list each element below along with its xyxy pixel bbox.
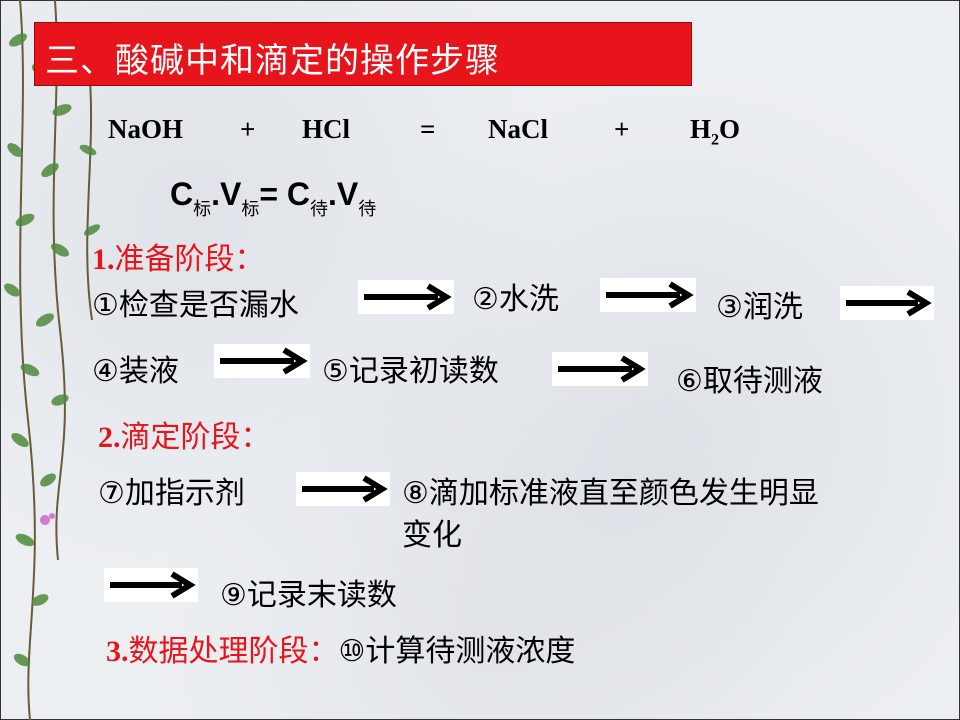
eq-equals: = — [420, 114, 436, 144]
page-title: 三、酸碱中和滴定的操作步骤 — [45, 41, 500, 81]
eq-h: H — [690, 114, 712, 144]
step-1: ①检查是否漏水 — [92, 288, 299, 323]
step-5: ⑤记录初读数 — [322, 354, 499, 389]
eq-reactant-2: HCl — [302, 114, 351, 144]
step-6: ⑥取待测液 — [676, 364, 823, 399]
eq-product-2: H2O — [690, 114, 740, 149]
step-2: ②水洗 — [472, 282, 559, 317]
title-bar: 三、酸碱中和滴定的操作步骤 — [34, 22, 692, 86]
stage-1-num: 1. — [92, 243, 115, 276]
stage-1-heading: 1.准备阶段： — [92, 234, 265, 278]
arrow-right-icon — [552, 352, 648, 386]
formula-sub-unk-1: 待 — [310, 199, 329, 219]
stage-3-num: 3. — [106, 635, 129, 668]
stage-2-num: 2. — [98, 421, 121, 454]
formula-v1: .V — [211, 176, 242, 212]
step-10: ⑩计算待测液浓度 — [338, 634, 576, 669]
formula-sub-unk-2: 待 — [358, 199, 377, 219]
stage-3-label: 数据处理阶段： — [128, 634, 339, 669]
eq-o: O — [719, 114, 741, 144]
formula-sub-std-2: 标 — [241, 199, 260, 219]
stage-1-label: 准备阶段： — [114, 242, 265, 277]
step-3: ③润洗 — [716, 290, 803, 325]
eq-subscript: 2 — [711, 131, 720, 149]
vine-decoration — [4, 0, 101, 720]
formula-sub-std-1: 标 — [193, 199, 212, 219]
step-8-line-2: 变化 — [402, 518, 462, 553]
step-4: ④装液 — [92, 354, 179, 389]
formula-c: C — [170, 176, 194, 212]
arrow-right-icon — [840, 286, 934, 320]
step-9: ⑨记录末读数 — [220, 578, 397, 613]
arrow-right-icon — [104, 568, 198, 602]
titration-formula: C标.V标= C待.V待 — [170, 176, 376, 219]
arrow-right-icon — [358, 280, 454, 314]
eq-plus-1: + — [240, 114, 256, 144]
arrow-right-icon — [600, 278, 696, 312]
arrow-right-icon — [296, 472, 390, 506]
step-7: ⑦加指示剂 — [98, 476, 245, 511]
eq-reactant-1: NaOH — [108, 114, 184, 144]
stage-2-heading: 2.滴定阶段： — [98, 412, 271, 456]
formula-eq: = C — [259, 176, 311, 212]
stage-3-heading: 3.数据处理阶段： — [106, 634, 339, 669]
formula-v2: .V — [328, 176, 359, 212]
step-8-line-1: ⑧滴加标准液直至颜色发生明显 — [402, 476, 819, 511]
arrow-right-icon — [214, 344, 310, 378]
eq-plus-2: + — [614, 114, 630, 144]
eq-product-1: NaCl — [488, 114, 548, 144]
stage-3-row: 3.数据处理阶段：⑩计算待测液浓度 — [106, 626, 575, 670]
stage-2-label: 滴定阶段： — [120, 420, 271, 455]
